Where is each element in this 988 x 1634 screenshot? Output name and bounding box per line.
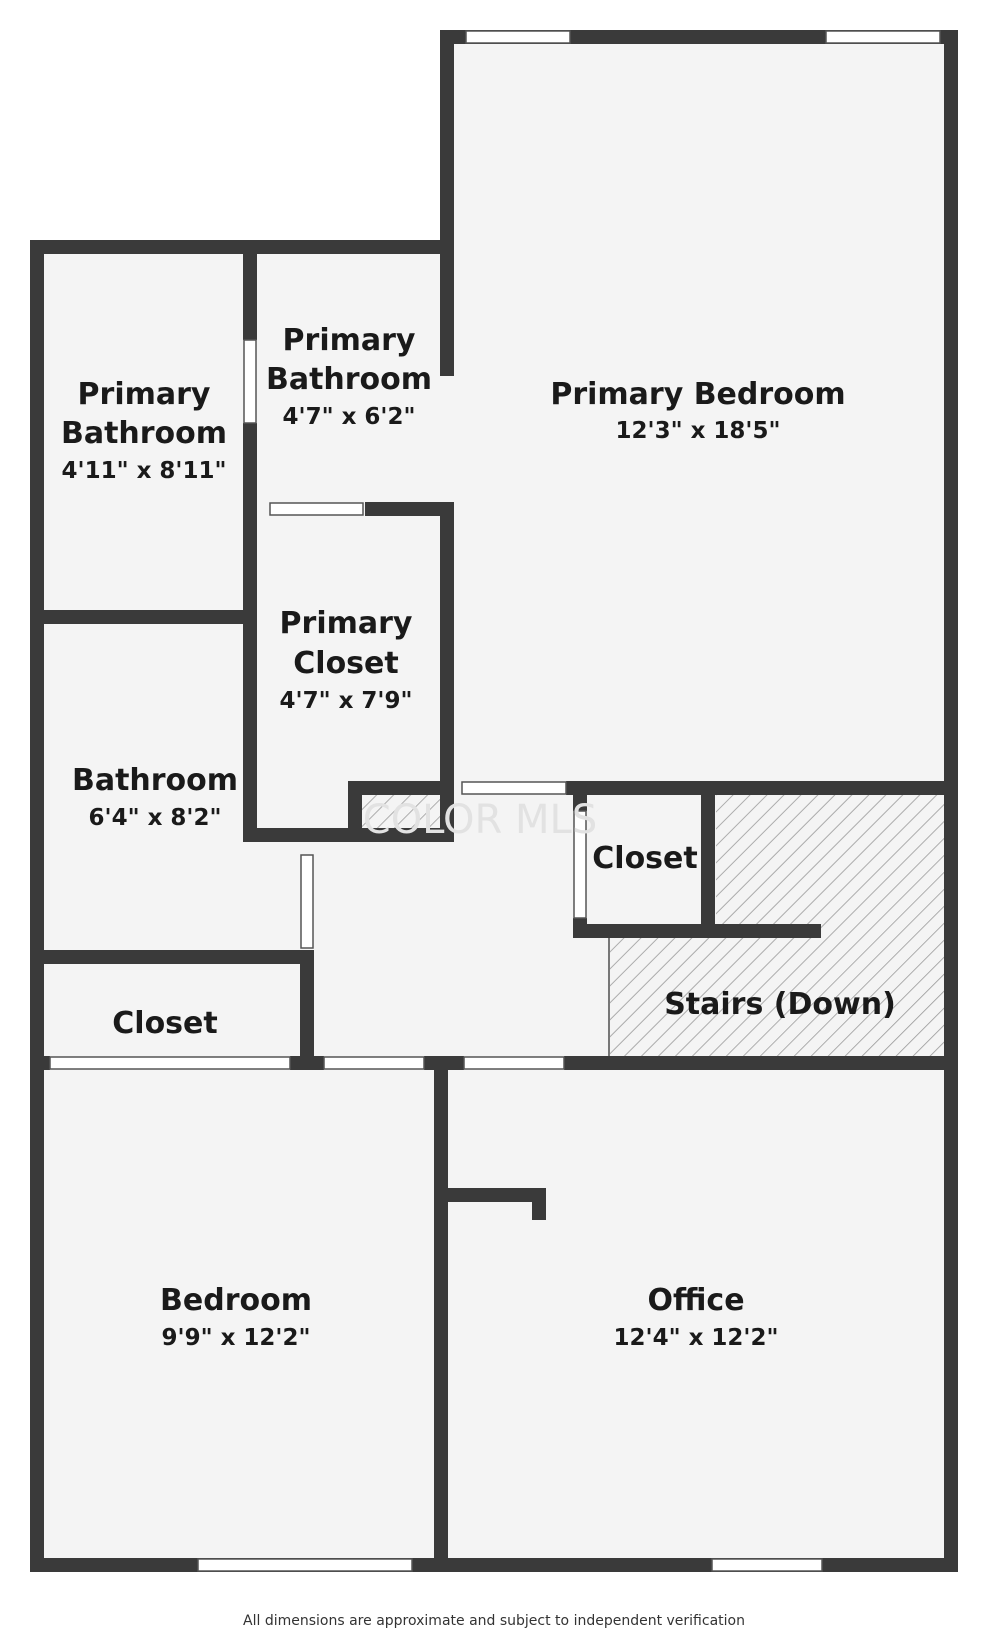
door-hall-primary: [461, 781, 567, 795]
door-closet-left: [49, 1056, 291, 1070]
primary-closet-name-2: Closet: [293, 646, 398, 681]
primary-bedroom-name: Primary Bedroom: [550, 377, 845, 412]
bedroom-name: Bedroom: [160, 1283, 312, 1318]
footer-note: All dimensions are approximate and subje…: [243, 1613, 745, 1629]
primary-bathroom-large-dims: 4'11" x 8'11": [62, 458, 227, 484]
door-primary-closet: [269, 502, 364, 516]
door-bedroom: [323, 1056, 425, 1070]
floor-area: [30, 30, 958, 1564]
office-name: Office: [647, 1283, 744, 1318]
primary-bathroom-small-name-1: Primary: [283, 323, 416, 358]
primary-closet-name-1: Primary: [280, 606, 413, 641]
primary-closet-dims: 4'7" x 7'9": [280, 688, 413, 714]
window-bedroom: [197, 1558, 413, 1572]
primary-bathroom-large-name-1: Primary: [78, 377, 211, 412]
office-dims: 12'4" x 12'2": [614, 1325, 779, 1351]
door-bathroom: [300, 854, 314, 949]
primary-bathroom-large-name-2: Bathroom: [61, 416, 227, 451]
stairs-hatch: [609, 795, 946, 1058]
door-office: [463, 1056, 565, 1070]
window-top-left: [465, 30, 571, 44]
closet-left-name: Closet: [112, 1006, 217, 1041]
closet-right-name: Closet: [592, 841, 697, 876]
column-hatch: [361, 795, 441, 828]
door-primary-bath: [243, 339, 257, 424]
window-top-right: [825, 30, 941, 44]
bedroom-dims: 9'9" x 12'2": [162, 1325, 311, 1351]
primary-bathroom-small-name-2: Bathroom: [266, 362, 432, 397]
bathroom-dims: 6'4" x 8'2": [89, 805, 222, 831]
door-closet-right: [573, 810, 587, 919]
openings: [49, 30, 941, 1572]
watermark: COLOR MLS: [363, 797, 597, 843]
bathroom-name: Bathroom: [72, 763, 238, 798]
primary-bedroom-dims: 12'3" x 18'5": [616, 418, 781, 444]
primary-bathroom-small-dims: 4'7" x 6'2": [283, 404, 416, 430]
stairs-name: Stairs (Down): [664, 987, 896, 1022]
window-office: [711, 1558, 823, 1572]
